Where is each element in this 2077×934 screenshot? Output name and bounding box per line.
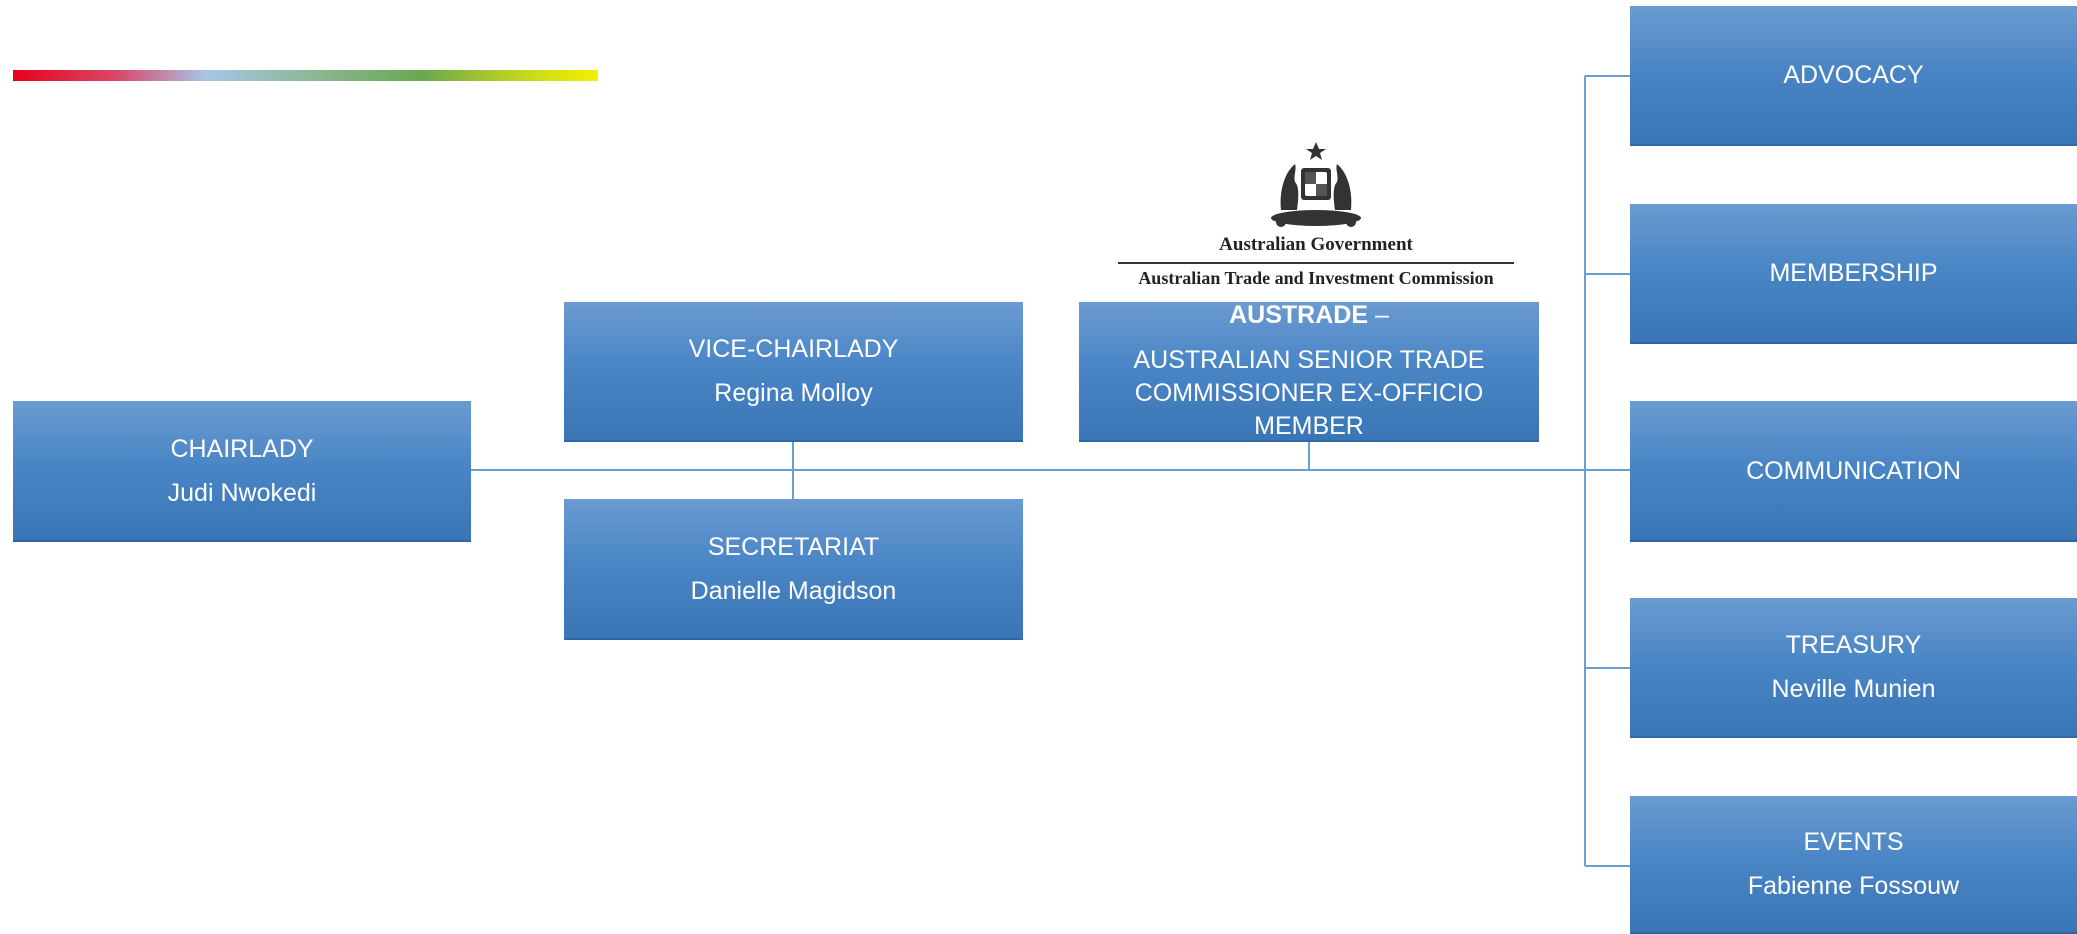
logo-agency-text: Australian Trade and Investment Commissi… (1138, 268, 1494, 288)
committee-events: EVENTS Fabienne Fossouw (1630, 796, 2077, 934)
austrade-line-1: AUSTRALIAN SENIOR TRADE (1133, 346, 1485, 374)
secretariat-box: SECRETARIAT Danielle Magidson (564, 499, 1023, 640)
australian-government-logo: Australian Government Australian Trade a… (1118, 140, 1514, 295)
austrade-heading: AUSTRADE – (1229, 299, 1389, 332)
chairlady-box: CHAIRLADY Judi Nwokedi (13, 401, 471, 542)
austrade-dash: – (1368, 301, 1389, 329)
chairlady-name: Judi Nwokedi (167, 478, 317, 507)
committee-lead-name: Fabienne Fossouw (1747, 872, 1960, 900)
vice-chairlady-box: VICE-CHAIRLADY Regina Molloy (564, 302, 1023, 442)
committee-title: EVENTS (1803, 828, 1904, 856)
secretariat-name: Danielle Magidson (690, 576, 897, 605)
committee-advocacy: ADVOCACY (1630, 6, 2077, 146)
coat-of-arms-icon (1271, 142, 1361, 227)
committee-title: COMMUNICATION (1746, 456, 1961, 485)
committee-title: TREASURY (1785, 631, 1922, 659)
logo-divider (1118, 262, 1514, 264)
committee-membership: MEMBERSHIP (1630, 204, 2077, 344)
vice-chairlady-name: Regina Molloy (714, 379, 873, 407)
logo-government-text: Australian Government (1219, 234, 1413, 255)
austrade-title: AUSTRADE (1229, 301, 1369, 329)
accent-gradient-bar (13, 70, 598, 81)
committee-lead-name: Neville Munien (1771, 675, 1936, 703)
vice-chairlady-title: VICE-CHAIRLADY (688, 335, 899, 363)
committee-treasury: TREASURY Neville Munien (1630, 598, 2077, 738)
secretariat-title: SECRETARIAT (707, 532, 880, 561)
chairlady-title: CHAIRLADY (170, 434, 314, 463)
committee-communication: COMMUNICATION (1630, 401, 2077, 542)
austrade-box: AUSTRADE – AUSTRALIAN SENIOR TRADE COMMI… (1079, 299, 1539, 442)
committee-title: MEMBERSHIP (1769, 259, 1938, 287)
committee-title: ADVOCACY (1783, 61, 1924, 89)
austrade-line-2: COMMISSIONER EX-OFFICIO MEMBER (1134, 379, 1484, 440)
